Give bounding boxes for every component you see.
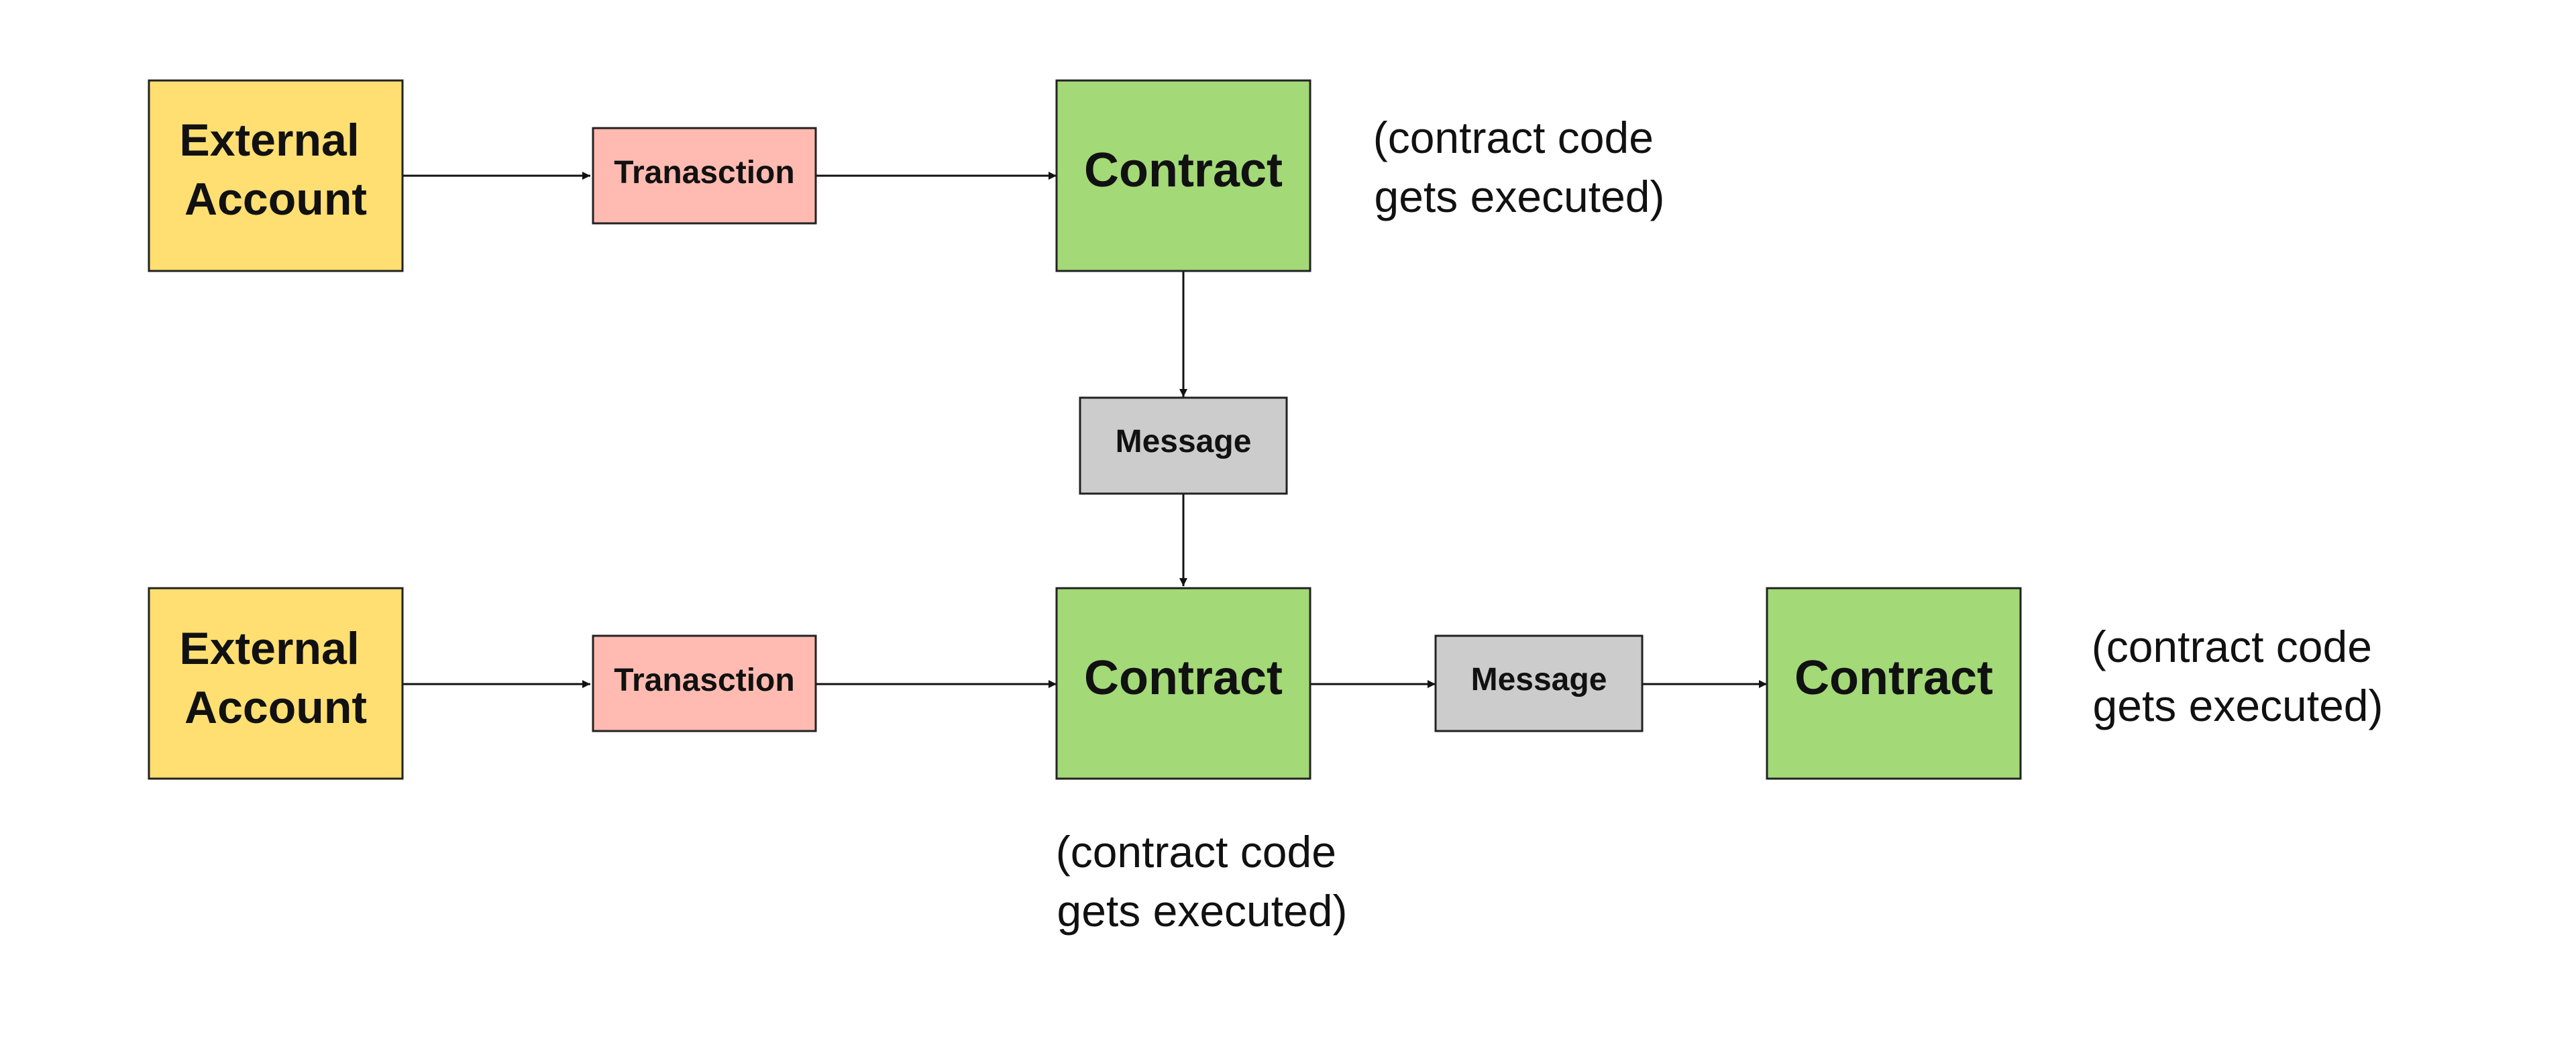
message-node-2: Message bbox=[1434, 634, 1644, 732]
transaction-node-1: Tranasction bbox=[592, 127, 817, 225]
transaction-node-2: Tranasction bbox=[592, 634, 817, 732]
external-account-2-label-line2: Account bbox=[184, 682, 367, 733]
contract-note-1-line1: (contract code bbox=[1373, 113, 1654, 162]
contract-note-2: (contract code gets executed) bbox=[1056, 827, 1349, 936]
external-account-2-label-line1: External bbox=[179, 623, 359, 674]
contract-note-3: (contract code gets executed) bbox=[2092, 622, 2385, 730]
contract-note-3-line1: (contract code bbox=[2092, 622, 2372, 671]
svg-text:External Account: External Account bbox=[179, 115, 372, 225]
contract-box-2 bbox=[1055, 587, 1311, 780]
message-label-2: Message bbox=[1471, 662, 1607, 697]
contract-label-2: Contract bbox=[1084, 651, 1283, 705]
contract-note-1-line2: gets executed) bbox=[1375, 172, 1665, 221]
contract-label-1: Contract bbox=[1084, 144, 1283, 197]
message-box-vertical bbox=[1079, 396, 1288, 495]
contract-note-3-line2: gets executed) bbox=[2093, 681, 2383, 730]
message-node-vertical: Message bbox=[1079, 396, 1288, 495]
external-account-label-line1: External bbox=[179, 115, 359, 166]
contract-note-1: (contract code gets executed) bbox=[1373, 113, 1666, 221]
transaction-box-2 bbox=[592, 634, 817, 732]
edges bbox=[402, 172, 1767, 688]
contract-note-2-line1: (contract code bbox=[1056, 827, 1336, 877]
external-account-box-2 bbox=[148, 587, 404, 780]
transaction-label-2: Tranasction bbox=[614, 663, 794, 698]
external-account-label-line2: Account bbox=[184, 174, 367, 225]
external-account-node-2: External Account bbox=[148, 587, 404, 780]
message-box-2 bbox=[1434, 634, 1644, 732]
contract-node-3: Contract bbox=[1766, 587, 2022, 780]
contract-node-2: Contract bbox=[1055, 587, 1311, 780]
contract-note-2-line2: gets executed) bbox=[1057, 886, 1348, 936]
contract-node-1: Contract bbox=[1055, 79, 1311, 272]
transaction-label-1: Tranasction bbox=[614, 155, 794, 190]
contract-label-3: Contract bbox=[1794, 651, 1993, 705]
external-account-box-1 bbox=[148, 79, 404, 272]
contract-box-3 bbox=[1766, 587, 2022, 780]
message-label-vertical: Message bbox=[1116, 424, 1252, 459]
external-account-node-1: External Account bbox=[148, 79, 404, 272]
transaction-box-1 bbox=[592, 127, 817, 225]
svg-text:External Account: External Account bbox=[179, 623, 372, 733]
contract-box-1 bbox=[1055, 79, 1311, 272]
